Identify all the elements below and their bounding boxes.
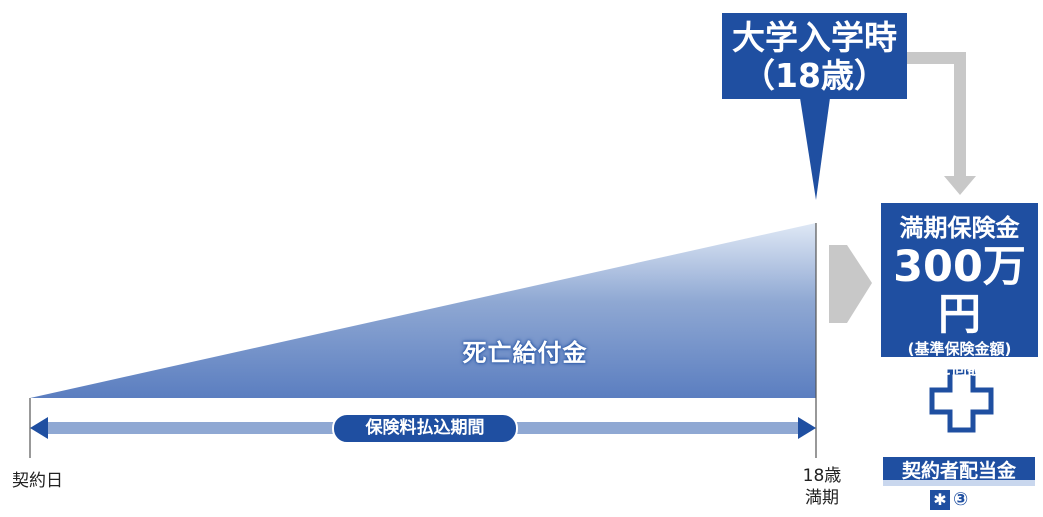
callout-pointer [800, 98, 830, 200]
callout-line2: （18歳） [742, 56, 887, 95]
maturity-title: 満期保険金 [899, 214, 1020, 242]
maturity-age-label: 18歳 満期 [792, 465, 852, 509]
premium-period-arrow-left [30, 417, 48, 439]
maturity-note-line2: と同額 [936, 360, 982, 378]
gray-elbow-arrow [907, 52, 966, 178]
maturity-age-line2: 満期 [805, 488, 839, 508]
death-benefit-label: 死亡給付金 [462, 339, 588, 367]
footnote-reference: ✱③ [930, 488, 968, 512]
maturity-age-line1: 18歳 [802, 466, 842, 486]
maturity-amount: 300万円 [893, 242, 1026, 340]
premium-period-arrow-right [798, 417, 816, 439]
maturity-note-line1: (基準保険金額) [907, 340, 1012, 358]
callout-line1: 大学入学時 [732, 18, 897, 57]
gray-right-arrow [829, 245, 872, 323]
university-entrance-callout: 大学入学時 （18歳） [722, 13, 907, 99]
policyholder-dividend-label: 契約者配当金 [883, 457, 1035, 486]
asterisk-icon: ✱ [930, 490, 950, 510]
footnote-number: ③ [953, 489, 969, 510]
plus-icon [929, 369, 994, 433]
maturity-benefit-box: 満期保険金 300万円 (基準保険金額) と同額 [881, 203, 1038, 378]
premium-period-label: 保険料払込期間 [332, 413, 518, 444]
contract-date-label: 契約日 [12, 471, 63, 491]
death-benefit-wedge [30, 223, 816, 398]
gray-elbow-arrowhead [944, 176, 976, 195]
